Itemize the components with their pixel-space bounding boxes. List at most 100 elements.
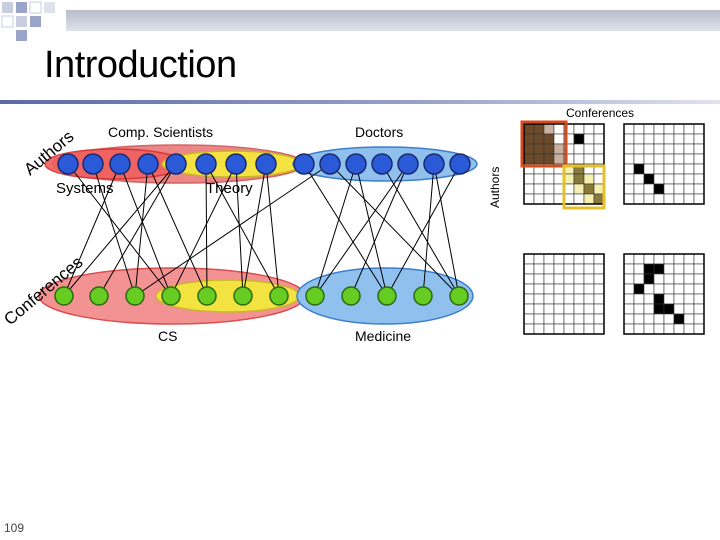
matrix-cell bbox=[673, 323, 685, 335]
edge bbox=[63, 163, 121, 297]
matrix-cell bbox=[633, 273, 645, 285]
matrix-cell bbox=[643, 283, 655, 295]
matrix-cell bbox=[523, 323, 535, 335]
matrix-cell bbox=[673, 133, 685, 145]
matrix-cell bbox=[683, 293, 695, 305]
matrix-cell bbox=[523, 263, 535, 275]
conference-node bbox=[341, 286, 361, 306]
edge bbox=[314, 163, 357, 297]
matrix-cell bbox=[623, 313, 635, 325]
edge bbox=[433, 163, 460, 297]
edge bbox=[355, 163, 388, 297]
author-node bbox=[345, 153, 367, 175]
matrix-cell bbox=[533, 133, 545, 145]
matrix-cell bbox=[693, 313, 705, 325]
matrix-cell bbox=[673, 163, 685, 175]
matrix-cell bbox=[693, 283, 705, 295]
edge bbox=[422, 163, 435, 297]
edge bbox=[314, 163, 409, 297]
matrix-cell bbox=[573, 253, 585, 265]
matrix-cell bbox=[543, 143, 555, 155]
matrix-cell bbox=[523, 153, 535, 165]
matrix-cell bbox=[683, 253, 695, 265]
matrix-cell bbox=[693, 173, 705, 185]
matrix-cell bbox=[523, 313, 535, 325]
matrix-cell bbox=[693, 263, 705, 275]
matrix-cell bbox=[693, 123, 705, 135]
matrix-cell bbox=[633, 303, 645, 315]
matrix-cell bbox=[593, 133, 605, 145]
matrix-cell bbox=[643, 123, 655, 135]
matrix-cell bbox=[533, 323, 545, 335]
matrix-cell bbox=[663, 183, 675, 195]
matrix-cell bbox=[673, 293, 685, 305]
matrix-cell bbox=[693, 293, 705, 305]
matrix-cell bbox=[663, 153, 675, 165]
theory-label: Theory bbox=[206, 180, 253, 197]
matrix-cell bbox=[643, 193, 655, 205]
matrix-cell bbox=[543, 133, 555, 145]
matrix-cell bbox=[663, 293, 675, 305]
edge bbox=[265, 163, 280, 297]
matrix-cell bbox=[683, 183, 695, 195]
matrix-cell bbox=[623, 253, 635, 265]
matrix-cell bbox=[523, 183, 535, 195]
matrix-cell bbox=[693, 183, 705, 195]
matrix-cell bbox=[523, 173, 535, 185]
matrix-cell bbox=[683, 263, 695, 275]
matrix-cell bbox=[623, 123, 635, 135]
matrix-cell bbox=[573, 133, 585, 145]
matrix-cell bbox=[543, 263, 555, 275]
matrix-cell bbox=[563, 263, 575, 275]
matrix-cell bbox=[593, 313, 605, 325]
matrix-cell bbox=[533, 143, 545, 155]
matrix-cell bbox=[673, 303, 685, 315]
matrix-cell bbox=[523, 133, 535, 145]
matrix-cell bbox=[663, 173, 675, 185]
matrix-cell bbox=[583, 313, 595, 325]
matrix-cell bbox=[673, 263, 685, 275]
edge bbox=[242, 163, 267, 297]
matrix-cell bbox=[523, 303, 535, 315]
matrix-cell bbox=[623, 153, 635, 165]
matrix-cell bbox=[583, 253, 595, 265]
matrix-cell bbox=[563, 313, 575, 325]
matrix-cell bbox=[583, 173, 595, 185]
matrix-top-right bbox=[623, 123, 705, 205]
matrix-cell bbox=[593, 303, 605, 315]
matrix-cell bbox=[573, 313, 585, 325]
matrix-highlight-red bbox=[520, 120, 568, 168]
matrix-cell bbox=[683, 313, 695, 325]
matrix-cell bbox=[563, 253, 575, 265]
matrix-cell bbox=[663, 283, 675, 295]
matrix-cell bbox=[553, 263, 565, 275]
matrix-cell bbox=[523, 143, 535, 155]
edge bbox=[98, 163, 177, 297]
edge bbox=[134, 163, 331, 297]
matrix-cell bbox=[673, 193, 685, 205]
matrix-cell bbox=[683, 283, 695, 295]
author-nodes bbox=[57, 153, 471, 175]
matrix-cell bbox=[633, 263, 645, 275]
matrix-cell bbox=[693, 193, 705, 205]
matrix-cell bbox=[643, 173, 655, 185]
matrix-cell bbox=[593, 123, 605, 135]
matrix-cell bbox=[693, 153, 705, 165]
matrix-cell bbox=[633, 323, 645, 335]
matrix-cell bbox=[583, 153, 595, 165]
conference-node bbox=[125, 286, 145, 306]
title-divider bbox=[0, 100, 720, 104]
matrix-cell bbox=[573, 303, 585, 315]
matrix-cell bbox=[623, 143, 635, 155]
comp-scientists-label: Comp. Scientists bbox=[108, 124, 214, 140]
matrix-cell bbox=[533, 313, 545, 325]
matrix-cell bbox=[543, 283, 555, 295]
matrix-cell bbox=[683, 153, 695, 165]
matrix-cell bbox=[533, 303, 545, 315]
matrix-cell bbox=[533, 253, 545, 265]
matrix-cell bbox=[673, 183, 685, 195]
matrix-cell bbox=[673, 123, 685, 135]
matrix-border bbox=[623, 253, 705, 335]
matrix-cell bbox=[573, 273, 585, 285]
matrix-cell bbox=[663, 163, 675, 175]
